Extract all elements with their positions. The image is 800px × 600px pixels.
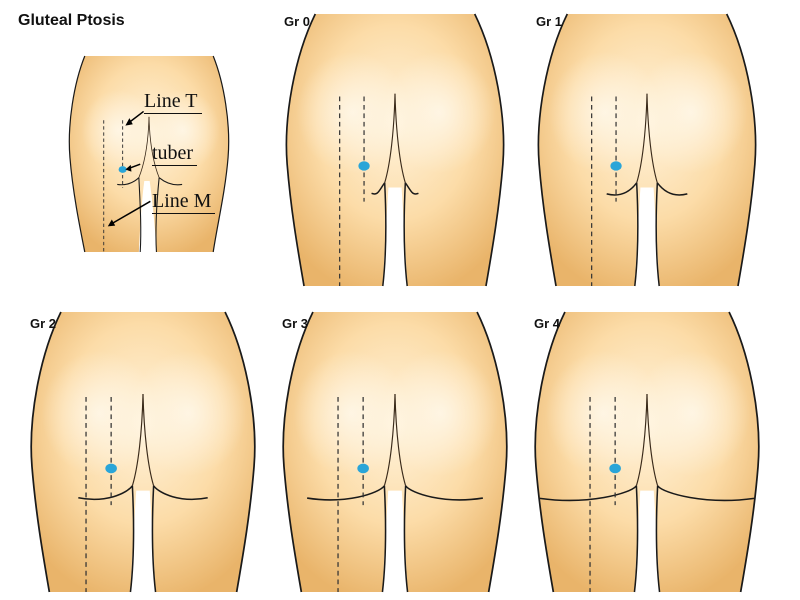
cleft-left xyxy=(635,394,648,486)
right-buttock-highlight xyxy=(382,350,499,477)
inner-thigh-right xyxy=(403,182,408,287)
gluteal-fold-right xyxy=(657,485,755,502)
left-outline xyxy=(534,311,566,593)
tuber-marker xyxy=(610,161,622,171)
left-buttock-highlight xyxy=(293,350,410,477)
reference-panel: Line T tuber Line M xyxy=(64,55,234,253)
left-buttock-highlight xyxy=(545,350,662,477)
right-buttock-highlight xyxy=(130,350,247,477)
cleft-left xyxy=(384,93,396,183)
left-outline xyxy=(282,311,314,593)
inner-thigh-left xyxy=(633,485,639,593)
right-buttock-highlight xyxy=(634,51,748,174)
grade-label: Gr 2 xyxy=(30,316,57,331)
tuber-marker xyxy=(358,161,370,171)
cleft-right xyxy=(646,394,659,486)
tuber-label: tuber xyxy=(152,142,198,166)
left-outline xyxy=(30,311,62,593)
grade-illustration xyxy=(534,311,760,593)
gluteal-fold-right xyxy=(405,485,483,501)
inner-thigh-left xyxy=(382,182,387,287)
right-outline xyxy=(728,311,760,593)
grade-panel-2: Gr 2 xyxy=(18,311,268,593)
inner-thigh-right xyxy=(403,485,409,593)
cleft-left xyxy=(131,394,144,486)
grade-panel-3: Gr 3 xyxy=(270,311,520,593)
right-outline xyxy=(476,311,508,593)
tuber-marker xyxy=(118,166,127,173)
left-buttock-highlight xyxy=(296,51,410,174)
left-buttock-highlight xyxy=(548,51,662,174)
inner-thigh-right xyxy=(655,485,661,593)
grade-label: Gr 0 xyxy=(284,14,311,29)
cleft-right xyxy=(394,394,407,486)
left-outline xyxy=(285,13,317,287)
right-outline xyxy=(473,13,505,287)
line-m-label: Line M xyxy=(152,190,216,214)
inner-thigh-left xyxy=(381,485,387,593)
gluteal-fold-left xyxy=(307,485,385,501)
cleft-left xyxy=(636,93,648,183)
grade-label: Gr 3 xyxy=(282,316,309,331)
cleft-right xyxy=(394,93,406,183)
grade-label: Gr 1 xyxy=(536,14,563,29)
reference-illustration xyxy=(68,55,230,253)
grade-panel-4: Gr 4 xyxy=(522,311,772,593)
cleft-right xyxy=(646,93,658,183)
inner-thigh-left xyxy=(129,485,135,593)
grade-label: Gr 4 xyxy=(534,316,561,331)
tuber-marker xyxy=(609,463,621,474)
gluteal-fold-left xyxy=(606,182,638,196)
grade-panel-0: Gr 0 xyxy=(270,13,520,287)
gluteal-fold-left xyxy=(539,485,637,502)
grade-illustration xyxy=(282,311,508,593)
right-outline xyxy=(224,311,256,593)
figure-title: Gluteal Ptosis xyxy=(18,12,125,29)
grade-panel-1: Gr 1 xyxy=(522,13,772,287)
gluteal-fold-right xyxy=(656,182,688,196)
gluteal-fold-right xyxy=(153,485,208,501)
gluteal-fold-right xyxy=(404,182,419,195)
gluteal-fold-left xyxy=(78,485,133,501)
right-buttock-highlight xyxy=(382,51,496,174)
left-buttock-highlight xyxy=(41,350,158,477)
inner-thigh-right xyxy=(151,485,157,593)
grade-illustration xyxy=(537,13,757,287)
inner-thigh-right xyxy=(655,182,660,287)
grade-illustration xyxy=(285,13,505,287)
cleft-right xyxy=(142,394,155,486)
right-outline xyxy=(725,13,757,287)
gluteal-fold-left xyxy=(371,182,386,195)
cleft-left xyxy=(383,394,396,486)
right-buttock-highlight xyxy=(634,350,751,477)
left-outline xyxy=(537,13,569,287)
line-t-label: Line T xyxy=(144,90,202,114)
tuber-marker xyxy=(105,463,117,474)
grade-illustration xyxy=(30,311,256,593)
inner-thigh-left xyxy=(634,182,639,287)
tuber-marker xyxy=(357,463,369,474)
